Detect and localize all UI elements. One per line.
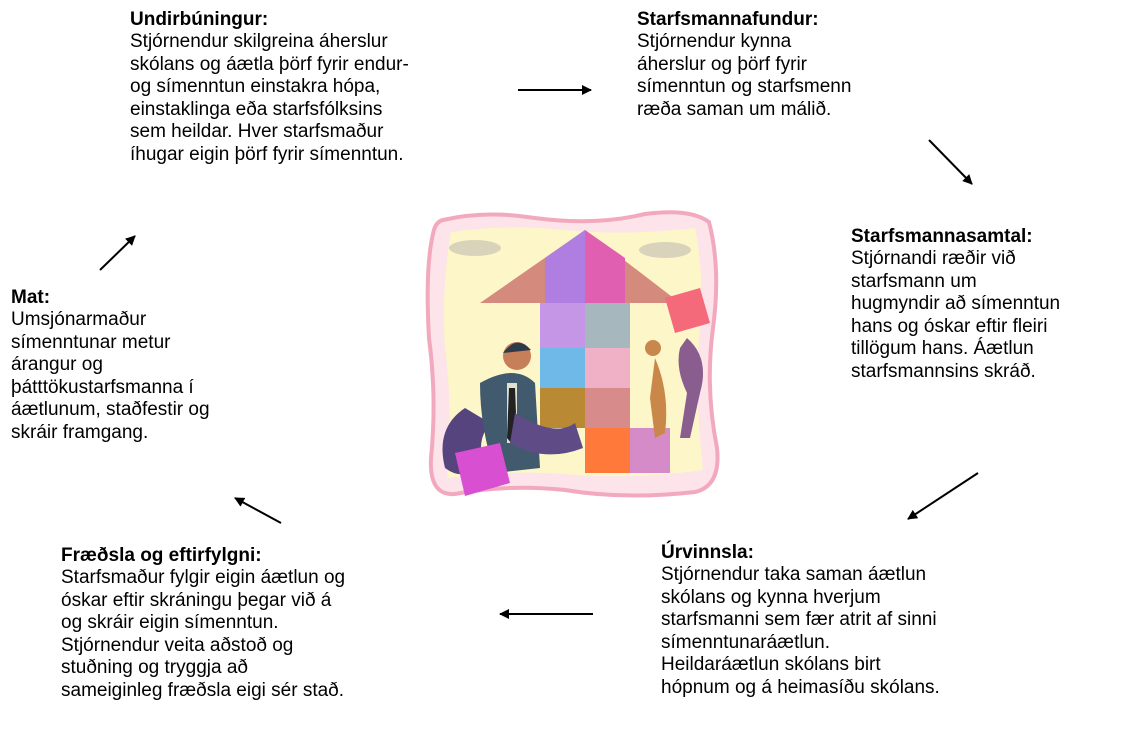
step-title: Úrvinnsla: xyxy=(661,542,754,563)
arrow-up-left xyxy=(234,497,282,524)
step-text-line: sem heildar. Hver starfsmaður xyxy=(130,121,384,142)
arrow-down-left xyxy=(907,472,979,520)
step-text-line: hans og óskar eftir fleiri xyxy=(851,315,1048,337)
step-title: Starfsmannafundur: xyxy=(637,9,819,30)
step-text-line: stuðning og tryggja að xyxy=(61,657,248,678)
step-text-line: Heildaráætlun skólans birt xyxy=(661,654,881,675)
step-text-line: starfsmann um xyxy=(851,270,977,292)
step-text-line: hugmyndir að símenntun xyxy=(851,293,1061,314)
step-text-line: einstaklinga eða starfsfólksins xyxy=(130,98,383,120)
puzzle-house-illustration xyxy=(425,210,720,498)
step-text-line: Starfsmaður fylgir eigin áætlun og xyxy=(61,567,346,588)
step-text-line: Stjórnandi ræðir við xyxy=(851,248,1016,269)
step-text-line: Stjórnendur kynna xyxy=(637,31,792,52)
step-text-line: tillögum hans. Áætlun xyxy=(851,338,1034,359)
step-text-line: áherslur og þörf fyrir xyxy=(637,53,808,75)
step-text-line: þátttökustarfsmanna í xyxy=(11,376,194,398)
step-text-line: og skráir eigin símenntun. xyxy=(61,612,279,633)
step-text-line: óskar eftir skráningu þegar við á xyxy=(61,589,332,611)
step-text-line: hópnum og á heimasíðu skólans. xyxy=(661,676,940,698)
step-text-line: Stjórnendur taka saman áætlun xyxy=(661,564,927,585)
step-text-line: Stjórnendur skilgreina áherslur xyxy=(130,31,388,52)
step-title: Undirbúningur: xyxy=(130,9,269,30)
step-text-line: árangur og xyxy=(11,354,103,375)
step-text-line: ræða saman um málið. xyxy=(637,98,832,120)
step-text-line: og símenntun einstakra hópa, xyxy=(130,76,381,97)
step-text-line: starfsmannsins skráð. xyxy=(851,360,1036,382)
step-text-line: starfsmanni sem fær atrit af sinni xyxy=(661,609,937,630)
step-text-line: skólans og kynna hverjum xyxy=(661,586,881,608)
step-urvinnsla: Úrvinnsla: Stjórnendur taka saman áætlun… xyxy=(661,542,940,699)
arrow-up-right xyxy=(99,235,136,271)
step-text-line: áætlunum, staðfestir og xyxy=(11,399,210,420)
step-text-line: símenntunaráætlun. xyxy=(661,631,830,653)
step-text-line: skráir framgang. xyxy=(11,421,149,443)
step-undirbuningur: Undirbúningur: Stjórnendur skilgreina áh… xyxy=(130,9,409,166)
step-title: Fræðsla og eftirfylgni: xyxy=(61,545,262,566)
step-text-line: sameiginleg fræðsla eigi sér stað. xyxy=(61,679,345,701)
step-starfsmannafundur: Starfsmannafundur: Stjórnendur kynna áhe… xyxy=(637,9,851,121)
step-mat: Mat: Umsjónarmaður símenntunar metur ára… xyxy=(11,287,210,444)
step-text-line: Umsjónarmaður xyxy=(11,309,147,330)
step-text-line: íhugar eigin þörf fyrir símenntun. xyxy=(130,143,404,165)
step-text-line: skólans og áætla þörf fyrir endur- xyxy=(130,53,409,75)
step-fraedsla: Fræðsla og eftirfylgni: Starfsmaður fylg… xyxy=(61,545,345,702)
step-title: Mat: xyxy=(11,287,51,308)
step-text-line: símenntunar metur xyxy=(11,331,171,353)
step-text-line: Stjórnendur veita aðstoð og xyxy=(61,634,294,656)
step-text-line: símenntun og starfsmenn xyxy=(637,76,852,97)
arrow-down-right xyxy=(928,139,973,185)
step-title: Starfsmannasamtal: xyxy=(851,226,1033,247)
step-starfsmannasamtal: Starfsmannasamtal: Stjórnandi ræðir við … xyxy=(851,226,1060,383)
